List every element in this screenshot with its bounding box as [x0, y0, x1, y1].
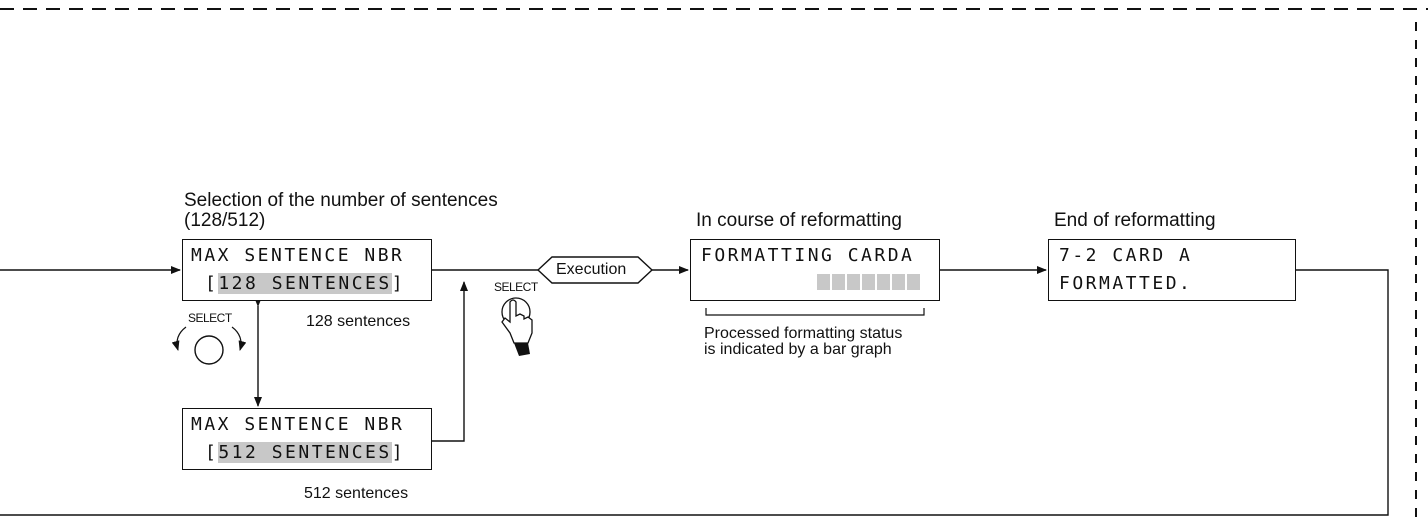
select-button-label: SELECT: [494, 280, 538, 294]
lcd-512: MAX SENTENCE NBR [512 SENTENCES]: [182, 408, 432, 470]
bar-graph-bracket: [705, 308, 925, 316]
lcd-512-value: 512 SENTENCES: [218, 442, 392, 463]
lcd-end-line2: FORMATTED.: [1059, 273, 1193, 294]
lcd-128-line2: [128 SENTENCES]: [205, 273, 405, 294]
bracket-open: [: [205, 442, 219, 463]
return-loop-line: [0, 269, 1389, 516]
lcd-128-line1: MAX SENTENCE NBR: [191, 245, 405, 266]
progress-cell: [862, 274, 875, 290]
lcd-512-line2: [512 SENTENCES]: [205, 442, 405, 463]
bracket-close: ]: [391, 442, 406, 463]
lcd-512-line1: MAX SENTENCE NBR: [191, 414, 405, 435]
knob-label: SELECT: [188, 311, 232, 325]
knob-rotate-arrow-left: [171, 326, 187, 351]
lcd512-out-line: [432, 281, 468, 442]
end-title: End of reformatting: [1054, 210, 1216, 231]
progress-cell: [877, 274, 890, 290]
lcd-128-value: 128 SENTENCES: [218, 273, 392, 294]
bracket-close: ]: [391, 273, 406, 294]
reformatting-note-line1: Processed formatting status: [704, 325, 903, 342]
lcd-end-line1: 7-2 CARD A: [1059, 245, 1193, 266]
lcd-formatting: FORMATTING CARDA: [690, 239, 940, 301]
lcd-128-caption: 128 sentences: [306, 313, 411, 330]
selection-title: Selection of the number of sentences: [184, 190, 498, 211]
knob-icon[interactable]: [194, 335, 224, 365]
progress-cell: [892, 274, 905, 290]
press-hand-icon[interactable]: [501, 297, 533, 356]
knob-rotate-arrow-right: [231, 326, 247, 351]
progress-cell: [847, 274, 860, 290]
lcd-end: 7-2 CARD A FORMATTED.: [1048, 239, 1296, 301]
progress-cell: [817, 274, 830, 290]
selection-subtitle: (128/512): [184, 210, 266, 231]
progress-bar-graph: [817, 274, 920, 290]
lcd-formatting-line1: FORMATTING CARDA: [701, 245, 915, 266]
lcd-512-caption: 512 sentences: [304, 485, 409, 502]
progress-cell: [832, 274, 845, 290]
reformatting-title: In course of reformatting: [696, 210, 902, 231]
lcd-128: MAX SENTENCE NBR [128 SENTENCES]: [182, 239, 432, 301]
bracket-open: [: [205, 273, 219, 294]
execution-label: Execution: [556, 261, 627, 278]
reformatting-note-line2: is indicated by a bar graph: [704, 341, 892, 358]
progress-cell: [907, 274, 920, 290]
